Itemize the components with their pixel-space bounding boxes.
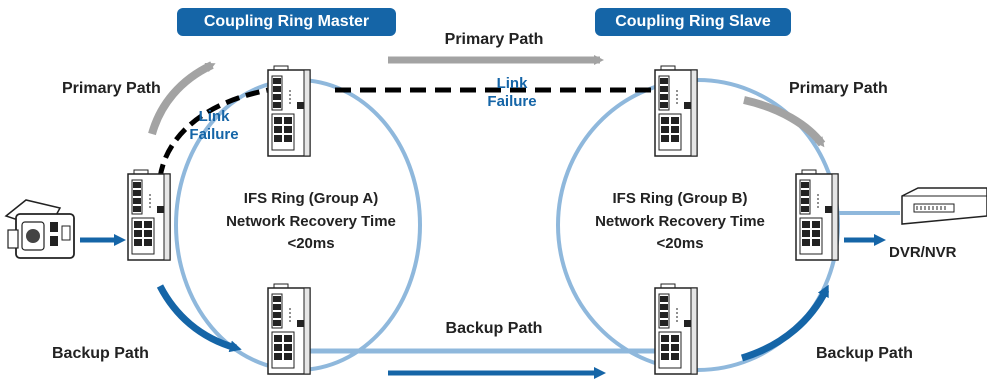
dvr-nvr-icon xyxy=(901,187,987,225)
primary-path-arrow-left xyxy=(148,61,216,136)
switch-left-edge xyxy=(127,169,171,261)
link-failure-top-line1: Link xyxy=(497,75,528,92)
switch-master-top xyxy=(267,65,311,157)
ring-b-time: <20ms xyxy=(656,235,703,252)
backup-path-arrow-left xyxy=(156,284,242,353)
link-failure-top-line2: Failure xyxy=(487,93,536,110)
failed-link-left xyxy=(157,85,281,179)
primary-path-arrow-right xyxy=(743,96,826,148)
backup-path-label-bottom: Backup Path xyxy=(446,320,543,337)
ring-b-title: IFS Ring (Group B) xyxy=(613,190,748,207)
ring-b-recovery: Network Recovery Time xyxy=(595,213,765,230)
coupling-ring-slave-badge: Coupling Ring Slave xyxy=(595,8,791,36)
primary-path-label-top: Primary Path xyxy=(445,31,544,48)
ring-a-title: IFS Ring (Group A) xyxy=(244,190,378,207)
coupling-ring-master-badge: Coupling Ring Master xyxy=(177,8,396,36)
ring-a-recovery: Network Recovery Time xyxy=(226,213,396,230)
switch-slave-bottom xyxy=(654,283,698,375)
switch-right-edge xyxy=(795,169,839,261)
ip-camera-icon xyxy=(4,199,75,259)
backup-path-arrow-right xyxy=(740,284,830,362)
ring-a-time: <20ms xyxy=(287,235,334,252)
switch-slave-top xyxy=(654,65,698,157)
dvr-nvr-label: DVR/NVR xyxy=(889,244,957,261)
primary-path-label-left: Primary Path xyxy=(62,80,161,97)
link-failure-left-line2: Failure xyxy=(189,126,238,143)
primary-path-label-right: Primary Path xyxy=(789,80,888,97)
backup-path-label-left: Backup Path xyxy=(52,345,149,362)
switch-master-bottom xyxy=(267,283,311,375)
link-failure-left-line1: Link xyxy=(199,108,230,125)
backup-path-label-right: Backup Path xyxy=(816,345,913,362)
